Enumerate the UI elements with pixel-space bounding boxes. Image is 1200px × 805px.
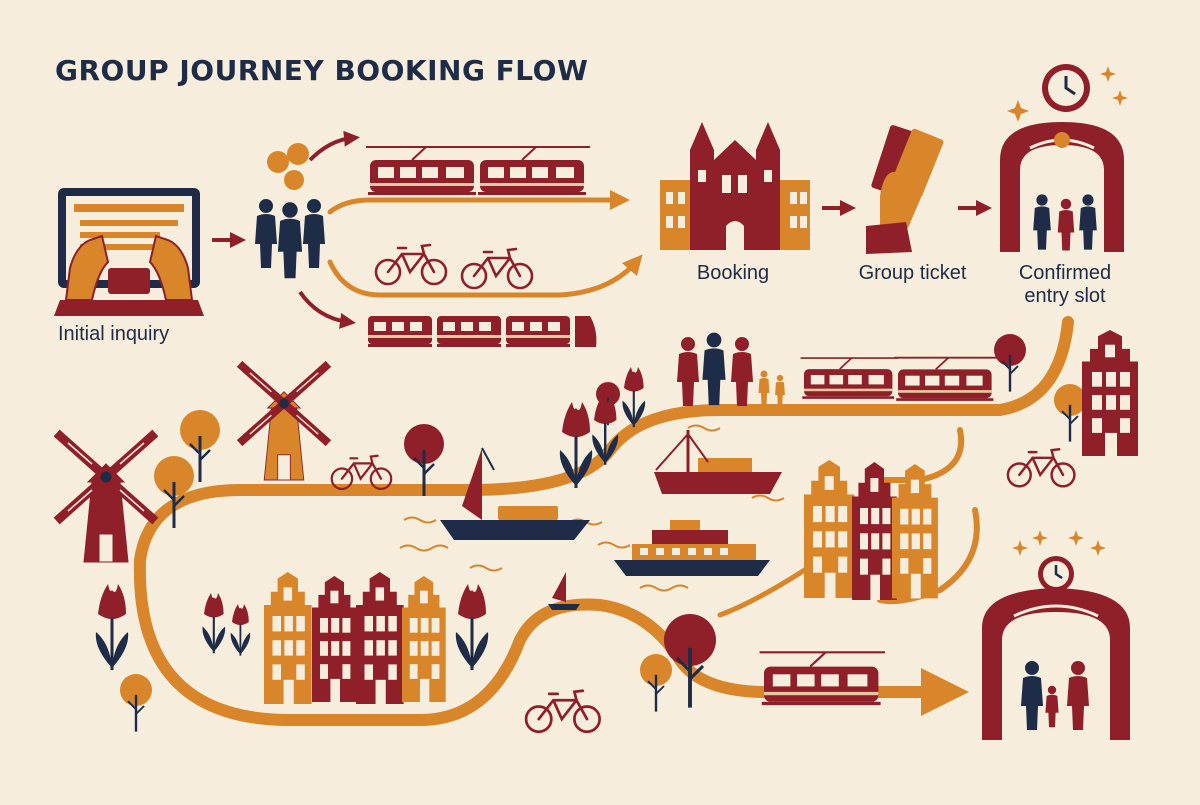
family-icon	[1021, 661, 1089, 730]
ferry-icon	[614, 520, 770, 576]
bicycle-icon	[374, 243, 534, 290]
gate-icon	[982, 556, 1130, 740]
sparkle-icon	[1012, 530, 1106, 556]
group-icon	[255, 199, 325, 279]
journey-path	[133, 190, 1074, 726]
arrow-to-tram	[308, 130, 360, 162]
palace-icon	[660, 122, 810, 250]
arrow-to-train	[298, 290, 356, 329]
hands-icon	[64, 234, 194, 301]
step-label-booking: Booking	[696, 262, 770, 284]
step-label-confirm: Confirmed entry slot	[1018, 262, 1112, 307]
step-label-inquiry: Initial inquiry	[58, 323, 170, 345]
clock-icon	[1042, 64, 1090, 112]
chat-bubbles-icon	[267, 143, 309, 190]
windmill-icon	[60, 367, 325, 562]
family-icon	[1033, 194, 1097, 251]
tram-icon	[365, 146, 591, 196]
page-title: GROUP JOURNEY BOOKING FLOW	[55, 54, 589, 87]
boat-icon	[440, 430, 782, 610]
ticket-hand-icon	[866, 125, 944, 254]
family-icon	[677, 332, 785, 406]
train-icon	[368, 316, 597, 347]
step-label-ticket: Group ticket	[858, 262, 967, 284]
gate-icon	[1000, 122, 1124, 252]
sparkle-icon	[1007, 66, 1128, 122]
